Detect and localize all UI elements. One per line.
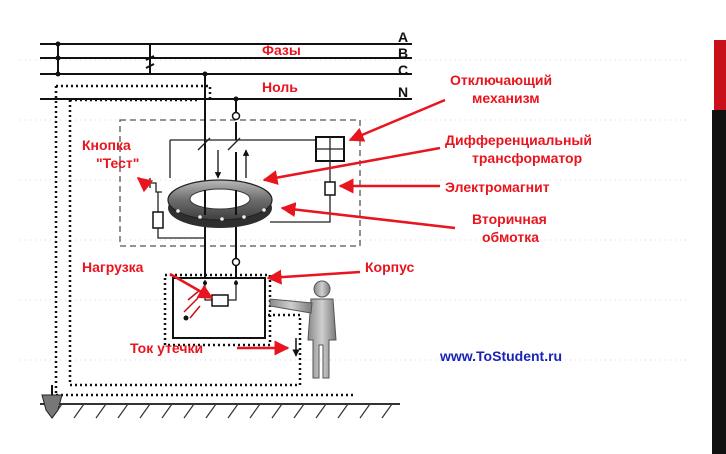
phase-letter-a: A (398, 29, 408, 45)
electromagnet-label: Электромагнит (445, 179, 550, 195)
rcd-enclosure (119, 119, 361, 247)
side-strip (712, 110, 726, 454)
protective-earth (54, 84, 355, 397)
toroid-transformer (167, 179, 273, 228)
secondary-winding-label-line1: Вторичная (472, 211, 547, 227)
tripping-mechanism-label-line2: механизм (472, 90, 540, 106)
load-label: Нагрузка (82, 259, 144, 275)
ground-hatching (40, 403, 400, 419)
housing-label: Корпус (365, 259, 415, 275)
neutral-label: Ноль (262, 79, 298, 95)
label-arrows (136, 98, 456, 356)
diff-transformer-label-line2: трансформатор (472, 150, 582, 166)
test-button-label-line2: "Тест" (96, 155, 139, 171)
ground-electrode-icon (41, 385, 63, 419)
diff-transformer-label-line1: Дифференциальный (445, 132, 592, 148)
website-label: www.ToStudent.ru (439, 348, 562, 364)
phase-letter-b: B (398, 45, 408, 61)
person-figure (269, 280, 337, 379)
bus-lines (40, 41, 412, 102)
test-button-label-line1: Кнопка (82, 137, 131, 153)
accent-bar (714, 40, 726, 110)
phases-label: Фазы (262, 42, 301, 58)
electromagnet-coil (270, 161, 336, 223)
phase-letter-c: C (398, 62, 408, 78)
tripping-mechanism-box (315, 136, 345, 162)
rcd-conductors (170, 74, 331, 280)
neutral-letter: N (398, 84, 408, 100)
secondary-winding-label-line2: обмотка (482, 229, 539, 245)
leakage-current-label: Ток утечки (130, 340, 203, 356)
tripping-mechanism-label-line1: Отключающий (450, 72, 552, 88)
appliance-housing (163, 273, 272, 347)
